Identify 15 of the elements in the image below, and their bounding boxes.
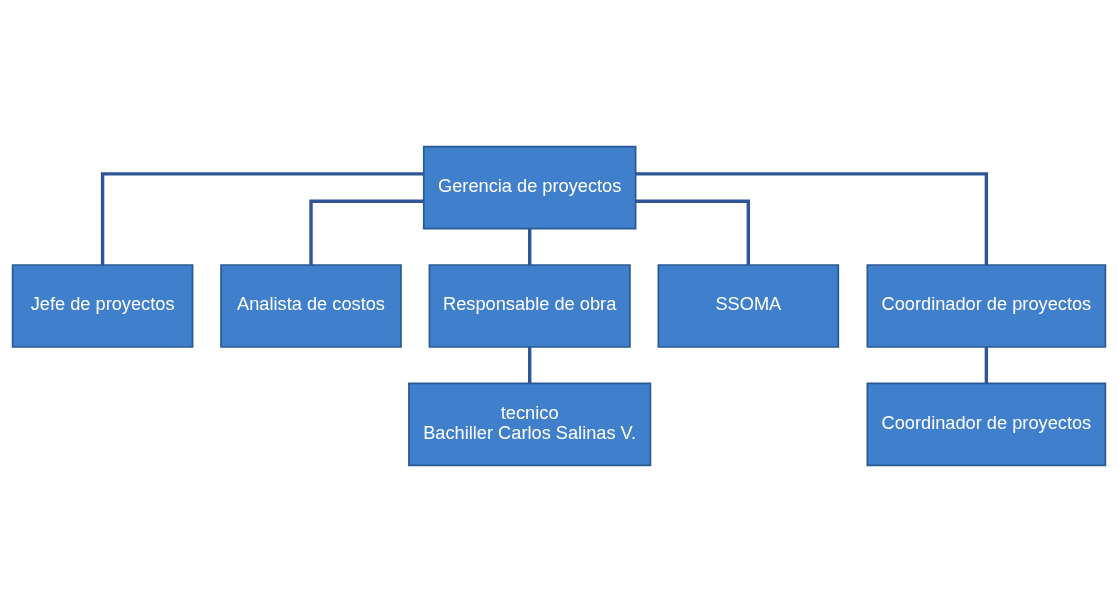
connector xyxy=(100,171,424,265)
node-box: Jefe de proyectos xyxy=(11,263,194,348)
connector xyxy=(635,199,751,265)
node-box: Responsable de obra xyxy=(428,263,631,348)
connector xyxy=(984,346,989,383)
connector xyxy=(527,346,532,383)
node-box: Coordinador de proyectos xyxy=(866,382,1107,466)
node-box: tecnico Bachiller Carlos Salinas V. xyxy=(408,382,652,466)
node-box: Analista de costos xyxy=(220,263,402,348)
node-box: Coordinador de proyectos xyxy=(866,263,1107,348)
connector xyxy=(527,228,532,265)
node-box: SSOMA xyxy=(657,263,840,348)
connector xyxy=(309,199,424,265)
node-box: Gerencia de proyectos xyxy=(422,145,637,229)
connector xyxy=(635,171,989,265)
